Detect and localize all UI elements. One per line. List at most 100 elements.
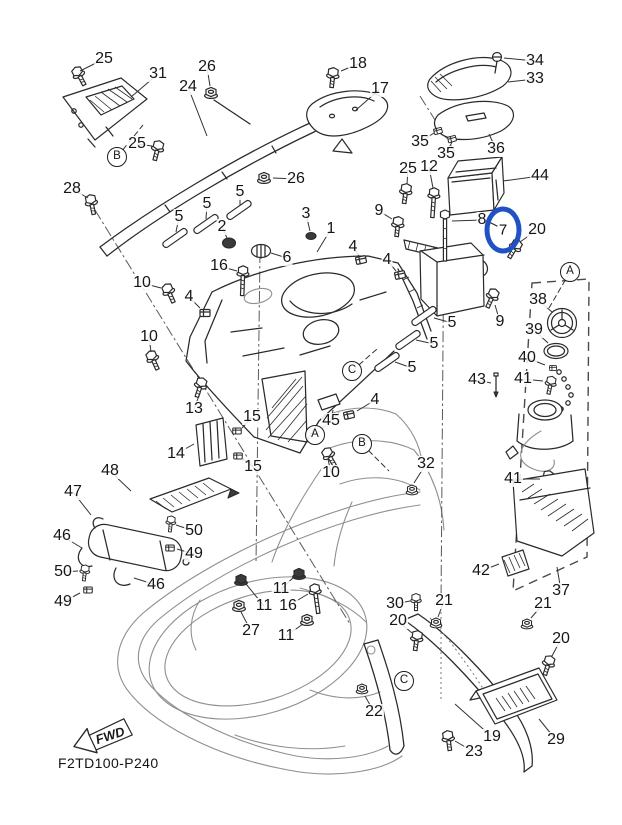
part-callout-4[interactable]: 4 <box>381 251 393 268</box>
strap-part-46 <box>77 547 93 568</box>
ref-badge-A: A <box>305 425 325 445</box>
part-callout-39[interactable]: 39 <box>524 321 544 338</box>
grommet-part-2 <box>221 237 237 249</box>
part-callout-5[interactable]: 5 <box>428 335 440 352</box>
fwd-direction-arrow: FWD <box>64 706 134 769</box>
panel-part-33 <box>427 51 512 101</box>
part-callout-14[interactable]: 14 <box>166 445 186 462</box>
selected-part-highlight[interactable]: 7 <box>484 206 522 254</box>
part-callout-11[interactable]: 11 <box>276 627 296 644</box>
extinguisher-part-47 <box>87 523 183 572</box>
footrest-part-29 <box>469 667 558 725</box>
pin-part-43 <box>493 372 499 398</box>
part-callout-26[interactable]: 26 <box>286 170 306 187</box>
part-callout-29[interactable]: 29 <box>546 731 566 748</box>
part-callout-45[interactable]: 45 <box>321 412 341 429</box>
part-callout-4[interactable]: 4 <box>347 238 359 255</box>
part-callout-12[interactable]: 12 <box>419 158 439 175</box>
ref-badge-B: B <box>107 147 127 167</box>
part-callout-22[interactable]: 22 <box>364 703 384 720</box>
part-callout-18[interactable]: 18 <box>348 55 368 72</box>
part-callout-34[interactable]: 34 <box>525 52 545 69</box>
part-callout-13[interactable]: 13 <box>184 400 204 417</box>
part-callout-35[interactable]: 35 <box>410 133 430 150</box>
part-callout-5[interactable]: 5 <box>406 359 418 376</box>
part-callout-20[interactable]: 20 <box>388 612 408 629</box>
holder-part-14 <box>195 417 243 467</box>
gasket-part-39 <box>543 342 569 360</box>
part-callout-16[interactable]: 16 <box>278 597 298 614</box>
part-callout-40[interactable]: 40 <box>517 349 537 366</box>
part-callout-38[interactable]: 38 <box>528 291 548 308</box>
storage-assy-box-37 <box>493 278 595 593</box>
part-callout-20[interactable]: 20 <box>551 630 571 647</box>
part-callout-9[interactable]: 9 <box>373 202 385 219</box>
part-callout-23[interactable]: 23 <box>464 743 484 760</box>
part-callout-33[interactable]: 33 <box>525 70 545 87</box>
part-callout-1[interactable]: 1 <box>325 220 337 237</box>
part-callout-37[interactable]: 37 <box>551 582 571 599</box>
part-callout-46[interactable]: 46 <box>52 527 72 544</box>
part-callout-21[interactable]: 21 <box>434 592 454 609</box>
mat-part-42 <box>501 549 530 577</box>
part-callout-50[interactable]: 50 <box>53 563 73 580</box>
part-callout-9[interactable]: 9 <box>494 313 506 330</box>
part-callout-43[interactable]: 43 <box>467 371 487 388</box>
part-callout-21[interactable]: 21 <box>533 595 553 612</box>
part-callout-36[interactable]: 36 <box>486 140 506 157</box>
part-callout-8[interactable]: 8 <box>476 211 488 228</box>
box-part-44 <box>447 156 505 216</box>
part-callout-35[interactable]: 35 <box>436 145 456 162</box>
part-callout-3[interactable]: 3 <box>300 205 312 222</box>
part-callout-47[interactable]: 47 <box>63 483 83 500</box>
part-callout-27[interactable]: 27 <box>241 622 261 639</box>
part-callout-17[interactable]: 17 <box>370 80 390 97</box>
part-callout-30[interactable]: 30 <box>385 595 405 612</box>
fuel-cap-part-38 <box>546 307 578 339</box>
part-callout-5[interactable]: 5 <box>201 195 213 212</box>
part-callout-25[interactable]: 25 <box>94 50 114 67</box>
part-callout-24[interactable]: 24 <box>178 78 198 95</box>
part-callout-11[interactable]: 11 <box>254 597 274 614</box>
part-callout-10[interactable]: 10 <box>139 328 159 345</box>
trim-part-45 <box>317 393 341 411</box>
bracket-part-48 <box>149 477 240 513</box>
part-callout-4[interactable]: 4 <box>183 288 195 305</box>
part-callout-49[interactable]: 49 <box>53 593 73 610</box>
ref-badge-A: A <box>560 262 580 282</box>
part-callout-11[interactable]: 11 <box>271 580 291 597</box>
part-callout-42[interactable]: 42 <box>471 562 491 579</box>
part-callout-48[interactable]: 48 <box>100 462 120 479</box>
part-callout-10[interactable]: 10 <box>132 274 152 291</box>
part-callout-46[interactable]: 46 <box>146 576 166 593</box>
part-callout-4[interactable]: 4 <box>369 391 381 408</box>
part-callout-20[interactable]: 20 <box>527 221 547 238</box>
part-callout-28[interactable]: 28 <box>62 180 82 197</box>
part-callout-5[interactable]: 5 <box>234 183 246 200</box>
part-callout-41[interactable]: 41 <box>513 370 533 387</box>
part-callout-25[interactable]: 25 <box>398 160 418 177</box>
part-callout-49[interactable]: 49 <box>184 545 204 562</box>
part-callout-2[interactable]: 2 <box>216 218 228 235</box>
part-callout-32[interactable]: 32 <box>416 455 436 472</box>
bracket-part-31 <box>62 77 148 148</box>
part-callout-44[interactable]: 44 <box>530 167 550 184</box>
ref-badge-C: C <box>342 361 362 381</box>
part-callout-26[interactable]: 26 <box>197 58 217 75</box>
part-callout-6[interactable]: 6 <box>281 249 293 266</box>
part-callout-16[interactable]: 16 <box>209 257 229 274</box>
part-callout-19[interactable]: 19 <box>482 728 502 745</box>
part-callout-50[interactable]: 50 <box>184 522 204 539</box>
part-callout-15[interactable]: 15 <box>243 458 263 475</box>
strap-part-46b <box>113 567 131 586</box>
part-callout-5[interactable]: 5 <box>446 314 458 331</box>
part-callout-31[interactable]: 31 <box>148 65 168 82</box>
part-callout-5[interactable]: 5 <box>173 208 185 225</box>
cap-part-6 <box>250 243 272 259</box>
part-callout-10[interactable]: 10 <box>321 464 341 481</box>
lid-part-36 <box>432 100 515 144</box>
console-part-1 <box>185 231 432 454</box>
part-callout-15[interactable]: 15 <box>242 408 262 425</box>
part-callout-41[interactable]: 41 <box>503 470 523 487</box>
part-callout-25[interactable]: 25 <box>127 135 147 152</box>
